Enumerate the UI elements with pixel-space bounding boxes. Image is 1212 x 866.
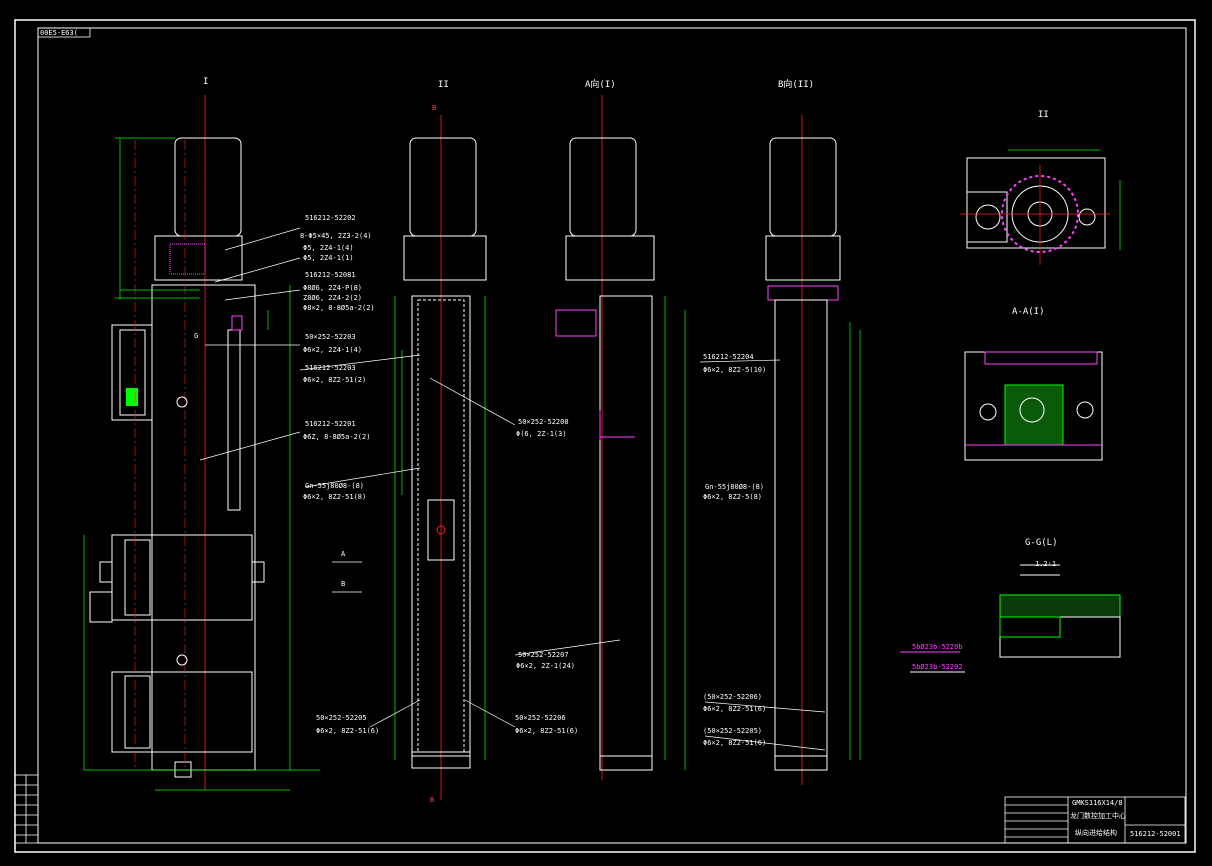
- callout-12-sub: Φ6×2, 8Z2-5(8): [703, 493, 763, 501]
- callout-14-sub: Φ6×2, 8Z2-51(6): [703, 739, 767, 747]
- view-top-right: [960, 149, 1121, 265]
- title-line-3: 纵向进给结构: [1075, 829, 1117, 837]
- section-title-g: G-G(L): [1025, 538, 1058, 548]
- callout-2-sub3: Φ8×2, 8-8Ø5a-2(2): [303, 304, 375, 312]
- callout-2: 516212-52081: [305, 271, 356, 279]
- marker-b-top: B: [432, 104, 437, 112]
- callout-3-sub: Φ6×2, 2Z4-1(4): [303, 346, 363, 354]
- callout-2-sub2: Z8Ø6, 2Z4-2(2): [303, 294, 363, 302]
- callout-13: (50×252-52206): [703, 693, 763, 701]
- callout-15: 5bØ23b-5220b: [912, 643, 963, 651]
- view-b: [765, 115, 861, 785]
- view-title-5: II: [1038, 110, 1049, 120]
- left-strip: [14, 774, 39, 844]
- callout-4: 516212-52203: [305, 364, 356, 372]
- section-g-g: [900, 564, 1121, 673]
- callout-6: Gn-55j80Ø8-(8): [305, 482, 365, 490]
- callout-10: 50×252-52206: [515, 714, 566, 722]
- drawing-number: 516212-52001: [1130, 830, 1181, 838]
- callout-1-sub3: Φ5, 2Z4-1(1): [303, 254, 354, 262]
- callout-9-sub: Φ6×2, 8Z2-51(6): [316, 727, 380, 735]
- marker-b-left: B: [341, 580, 346, 588]
- view-title-4: B向(II): [778, 80, 815, 90]
- callout-4-sub: Φ6×2, 8Z2-51(2): [303, 376, 367, 384]
- section-g-scale: 1.2:1: [1035, 560, 1057, 568]
- title-block: [1004, 796, 1186, 844]
- view-title-3: A向(I): [585, 80, 616, 90]
- callout-1-sub1: 8-Φ5×45, 2Z3-2(4): [300, 232, 372, 240]
- callout-7-sub: Φ(6, 2Z-1(3): [516, 430, 567, 438]
- callout-1-sub2: Φ5, 2Z4-1(4): [303, 244, 354, 252]
- callout-13-sub: Φ6×2, 8Z2-51(6): [703, 705, 767, 713]
- view-title-1: I: [203, 77, 209, 87]
- view-title-2: II: [438, 80, 449, 90]
- callout-2-sub1: Φ8Ø6, 2Z4-P(8): [303, 284, 363, 292]
- callout-9: 50×252-52205: [316, 714, 367, 722]
- callout-3: 50×252-52203: [305, 333, 356, 341]
- callout-5: 516212-52201: [305, 420, 356, 428]
- callout-10-sub: Φ6×2, 8Z2-51(6): [515, 727, 579, 735]
- callout-16: 5bØ23b-52202: [912, 663, 963, 671]
- section-a-a: [964, 351, 1103, 461]
- corner-tag: 00E5-E63(: [40, 29, 78, 37]
- callout-6-sub: Φ6×2, 8Z2-51(8): [303, 493, 367, 501]
- marker-g: G: [194, 332, 199, 340]
- callout-7: 50×252-52208: [518, 418, 569, 426]
- corner-tag-box: [37, 27, 91, 38]
- title-line-2: 龙门数控加工中心: [1070, 812, 1126, 820]
- callout-1: 516212-52202: [305, 214, 356, 222]
- callout-8: 50×252-52207: [518, 651, 569, 659]
- inner-border: [37, 27, 1187, 844]
- callout-11: 516212-52204: [703, 353, 754, 361]
- callout-12: Gn-55j80Ø8-(8): [705, 483, 765, 491]
- leader-lines: [199, 227, 826, 751]
- marker-a: A: [341, 550, 346, 558]
- view-a: [555, 95, 686, 780]
- section-title-a: A-A(I): [1012, 307, 1045, 317]
- callout-11-sub: Φ6×2, 8Z2-5(10): [703, 366, 767, 374]
- callout-14: (50×252-52205): [703, 727, 763, 735]
- marker-b-bottom: B: [430, 796, 435, 804]
- callout-5-sub: Φ6Z, 8-8Ø5a-2(2): [303, 433, 371, 441]
- view-ii: [394, 115, 487, 800]
- callout-8-sub: Φ6×2, 2Z-1(24): [516, 662, 576, 670]
- outer-border: [14, 19, 1196, 853]
- view-i: [83, 95, 320, 791]
- title-line-1: GMKS116X14/8: [1072, 799, 1123, 807]
